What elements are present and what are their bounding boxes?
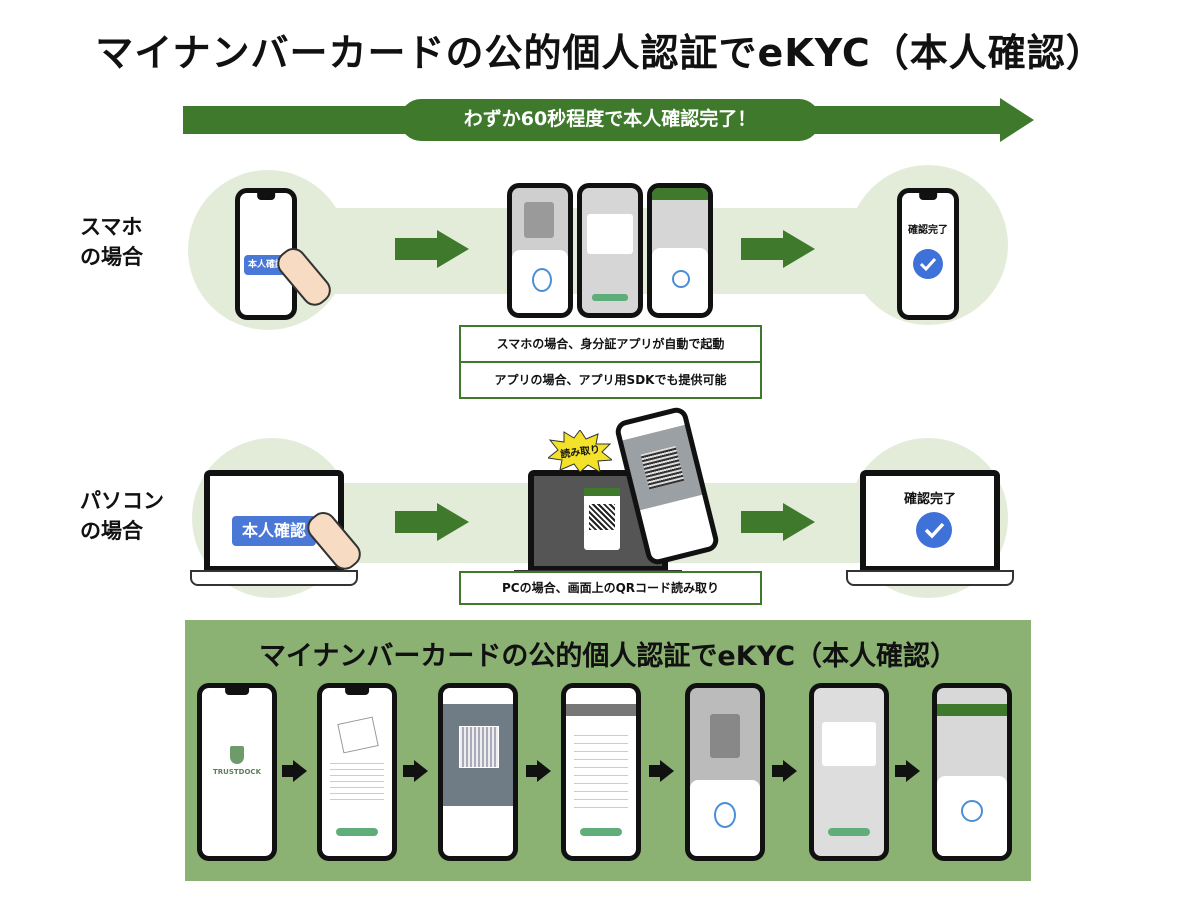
smartphone-note-1: スマホの場合、身分証アプリが自動で起動 [459, 325, 762, 363]
pc-label: パソコン の場合 [80, 486, 164, 546]
step-phone-6-screen [814, 688, 884, 856]
smartphone-note-2: アプリの場合、アプリ用SDKでも提供可能 [459, 361, 762, 399]
phone-notch [225, 688, 249, 695]
flow-arrow-icon [395, 511, 439, 533]
flow-arrow-head-icon [437, 503, 469, 541]
scanner-qr-icon [459, 726, 499, 768]
form-lines [574, 728, 628, 808]
submit-button[interactable] [580, 828, 622, 836]
process-phone-2 [577, 183, 643, 318]
step-arrow-icon [772, 765, 784, 777]
flow-arrow-icon [395, 238, 439, 260]
pc-start-laptop-base [190, 570, 358, 586]
step-phone-5 [685, 683, 765, 861]
pc-done-laptop-screen: 確認完了 [860, 470, 1000, 572]
process-phone-2-screen [582, 188, 638, 313]
form-header [566, 704, 636, 716]
phone-scan-icon [714, 802, 736, 828]
step-phone-4 [561, 683, 641, 861]
smartphone-label-line2: の場合 [80, 245, 143, 269]
step-phone-4-screen [566, 688, 636, 856]
smartphone-label: スマホ の場合 [80, 212, 143, 272]
pc-label-line1: パソコン [80, 489, 164, 513]
card-photo [524, 202, 554, 238]
step-arrow-icon [649, 765, 661, 777]
confirm-button[interactable] [828, 828, 870, 836]
card-illustration-icon [337, 716, 379, 754]
scanning-header [619, 411, 685, 441]
pc-identity-verify-button[interactable]: 本人確認 [232, 516, 316, 546]
dialog-button [592, 294, 628, 301]
step-phone-2-screen [322, 688, 392, 856]
timeline-arrow-head [1000, 98, 1034, 142]
app-header [652, 188, 708, 200]
step-arrow-head-icon [660, 760, 674, 782]
scanner-sheet [443, 806, 513, 856]
smartphone-label-line1: スマホ [80, 215, 143, 239]
phone-notch [919, 193, 937, 200]
flow-arrow-head-icon [783, 230, 815, 268]
bottom-panel-title: マイナンバーカードの公的個人認証でeKYC（本人確認） [258, 641, 958, 672]
check-outline-icon [672, 270, 690, 288]
step-arrow-head-icon [414, 760, 428, 782]
step-arrow-icon [403, 765, 415, 777]
qr-dialog-header [584, 488, 620, 496]
flow-arrow-icon [741, 238, 785, 260]
dialog-box [587, 214, 633, 254]
qr-code-icon [589, 504, 615, 530]
phone-notch [345, 688, 369, 695]
check-circle-icon [913, 249, 943, 279]
step-phone-1-screen: TRUSTDOCK [202, 688, 272, 856]
process-phone-1 [507, 183, 573, 318]
banner-pill: わずか60秒程度で本人確認完了！ [400, 99, 820, 141]
card-photo [710, 714, 740, 758]
step-phone-5-screen [690, 688, 760, 856]
step-phone-2 [317, 683, 397, 861]
process-phone-3 [647, 183, 713, 318]
process-phone-1-screen [512, 188, 568, 313]
phone-scan-icon [532, 268, 552, 292]
step-arrow-head-icon [537, 760, 551, 782]
step-arrow-icon [526, 765, 538, 777]
step-phone-7-screen [937, 688, 1007, 856]
step-phone-3-screen [443, 688, 513, 856]
step-arrow-icon [282, 765, 294, 777]
scanner-header [443, 688, 513, 704]
qr-dialog [584, 488, 620, 550]
step-arrow-head-icon [906, 760, 920, 782]
page-title: マイナンバーカードの公的個人認証でeKYC（本人確認） [95, 31, 1105, 75]
text-lines [330, 760, 384, 800]
smartphone-done-screen: 確認完了 [902, 193, 954, 315]
pc-label-line2: の場合 [80, 519, 143, 543]
smartphone-done-phone: 確認完了 [897, 188, 959, 320]
flow-arrow-head-icon [783, 503, 815, 541]
step-phone-7 [932, 683, 1012, 861]
check-circle-icon [916, 512, 952, 548]
flow-arrow-icon [741, 511, 785, 533]
step-arrow-head-icon [783, 760, 797, 782]
check-outline-icon [961, 800, 983, 822]
shield-logo-icon [230, 746, 244, 764]
pc-note: PCの場合、画面上のQRコード読み取り [459, 571, 762, 605]
next-button[interactable] [336, 828, 378, 836]
done-text: 確認完了 [908, 225, 948, 236]
complete-header [937, 704, 1007, 716]
flow-arrow-head-icon [437, 230, 469, 268]
pc-done-display: 確認完了 [866, 476, 994, 566]
camera-qr-icon [640, 445, 685, 490]
step-phone-6 [809, 683, 889, 861]
logo-text: TRUSTDOCK [213, 768, 261, 776]
step-phone-1: TRUSTDOCK [197, 683, 277, 861]
scanning-sheet [640, 494, 715, 561]
confirm-dialog [822, 722, 876, 766]
scan-burst-icon [546, 429, 614, 473]
process-phone-3-screen [652, 188, 708, 313]
step-phone-3 [438, 683, 518, 861]
pc-done-laptop-base [846, 570, 1014, 586]
pc-done-text: 確認完了 [903, 492, 956, 507]
phone-notch [257, 193, 275, 200]
step-arrow-icon [895, 765, 907, 777]
step-arrow-head-icon [293, 760, 307, 782]
